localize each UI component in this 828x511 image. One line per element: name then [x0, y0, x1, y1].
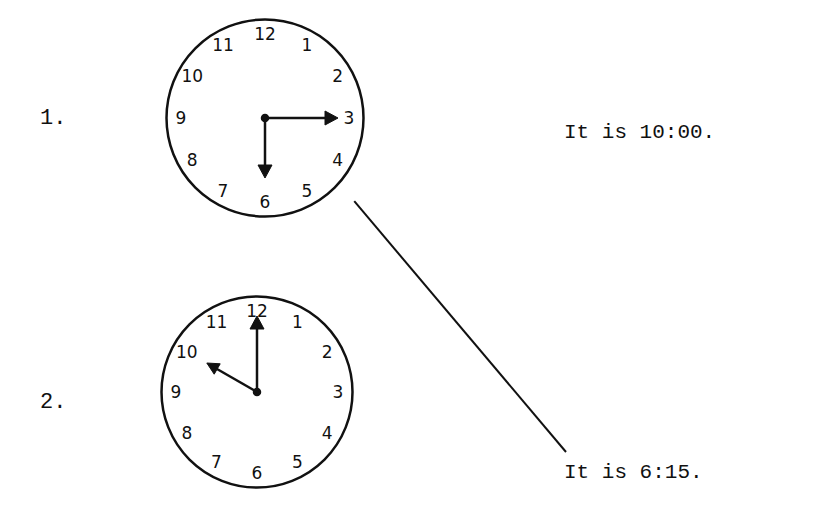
clock-number: 7: [211, 454, 222, 471]
matching-line: [354, 201, 566, 452]
clock-number: 1: [292, 313, 303, 330]
clock-number: 2: [332, 68, 343, 85]
clock-number: 6: [252, 465, 263, 482]
clock-number: 8: [187, 152, 198, 169]
clock-circle: [162, 297, 353, 488]
hour-hand: [217, 369, 257, 392]
time-sentence-text: It is 6:15.: [564, 460, 703, 485]
clock-number: 4: [332, 152, 343, 169]
clock-hands-1: [258, 111, 338, 178]
arrow-head: [207, 363, 220, 374]
clock-number: 12: [254, 26, 276, 43]
clock-number: 1: [302, 37, 313, 54]
time-sentence-text: It is 10:00.: [564, 120, 716, 145]
clock-face: 121234567891011: [160, 295, 354, 489]
clock-number: 3: [333, 384, 344, 401]
clock-number: 11: [206, 313, 228, 330]
minute-hand: [265, 117, 326, 120]
time-sentence: It is 10:00.: [560, 116, 720, 150]
hour-hand: [264, 118, 267, 166]
clock-number: 4: [322, 424, 333, 441]
clock-number: 2: [322, 343, 333, 360]
clock-number: 6: [260, 194, 271, 211]
clock-number: 5: [302, 182, 313, 199]
clock-number: 7: [218, 182, 229, 199]
arrow-head: [325, 111, 338, 125]
arrow-head: [258, 165, 272, 178]
clock-number: 12: [246, 303, 268, 320]
clock-number: 11: [212, 37, 234, 54]
clock-outline: [160, 295, 354, 489]
clock-number: 8: [181, 424, 192, 441]
clock-number: 5: [292, 454, 303, 471]
item-number: 2.: [40, 390, 66, 416]
clock-number: 9: [171, 384, 182, 401]
clock-number: 3: [344, 110, 355, 127]
clock-number: 9: [176, 110, 187, 127]
time-sentence: It is 6:15.: [560, 456, 707, 490]
clock-number: 10: [176, 343, 198, 360]
clock-circle: [167, 20, 364, 217]
minute-hand: [256, 329, 259, 392]
clock-number: 10: [181, 68, 203, 85]
item-number: 1.: [40, 106, 66, 132]
clock-outline: [165, 18, 365, 218]
clock-face: 121234567891011: [165, 18, 365, 218]
